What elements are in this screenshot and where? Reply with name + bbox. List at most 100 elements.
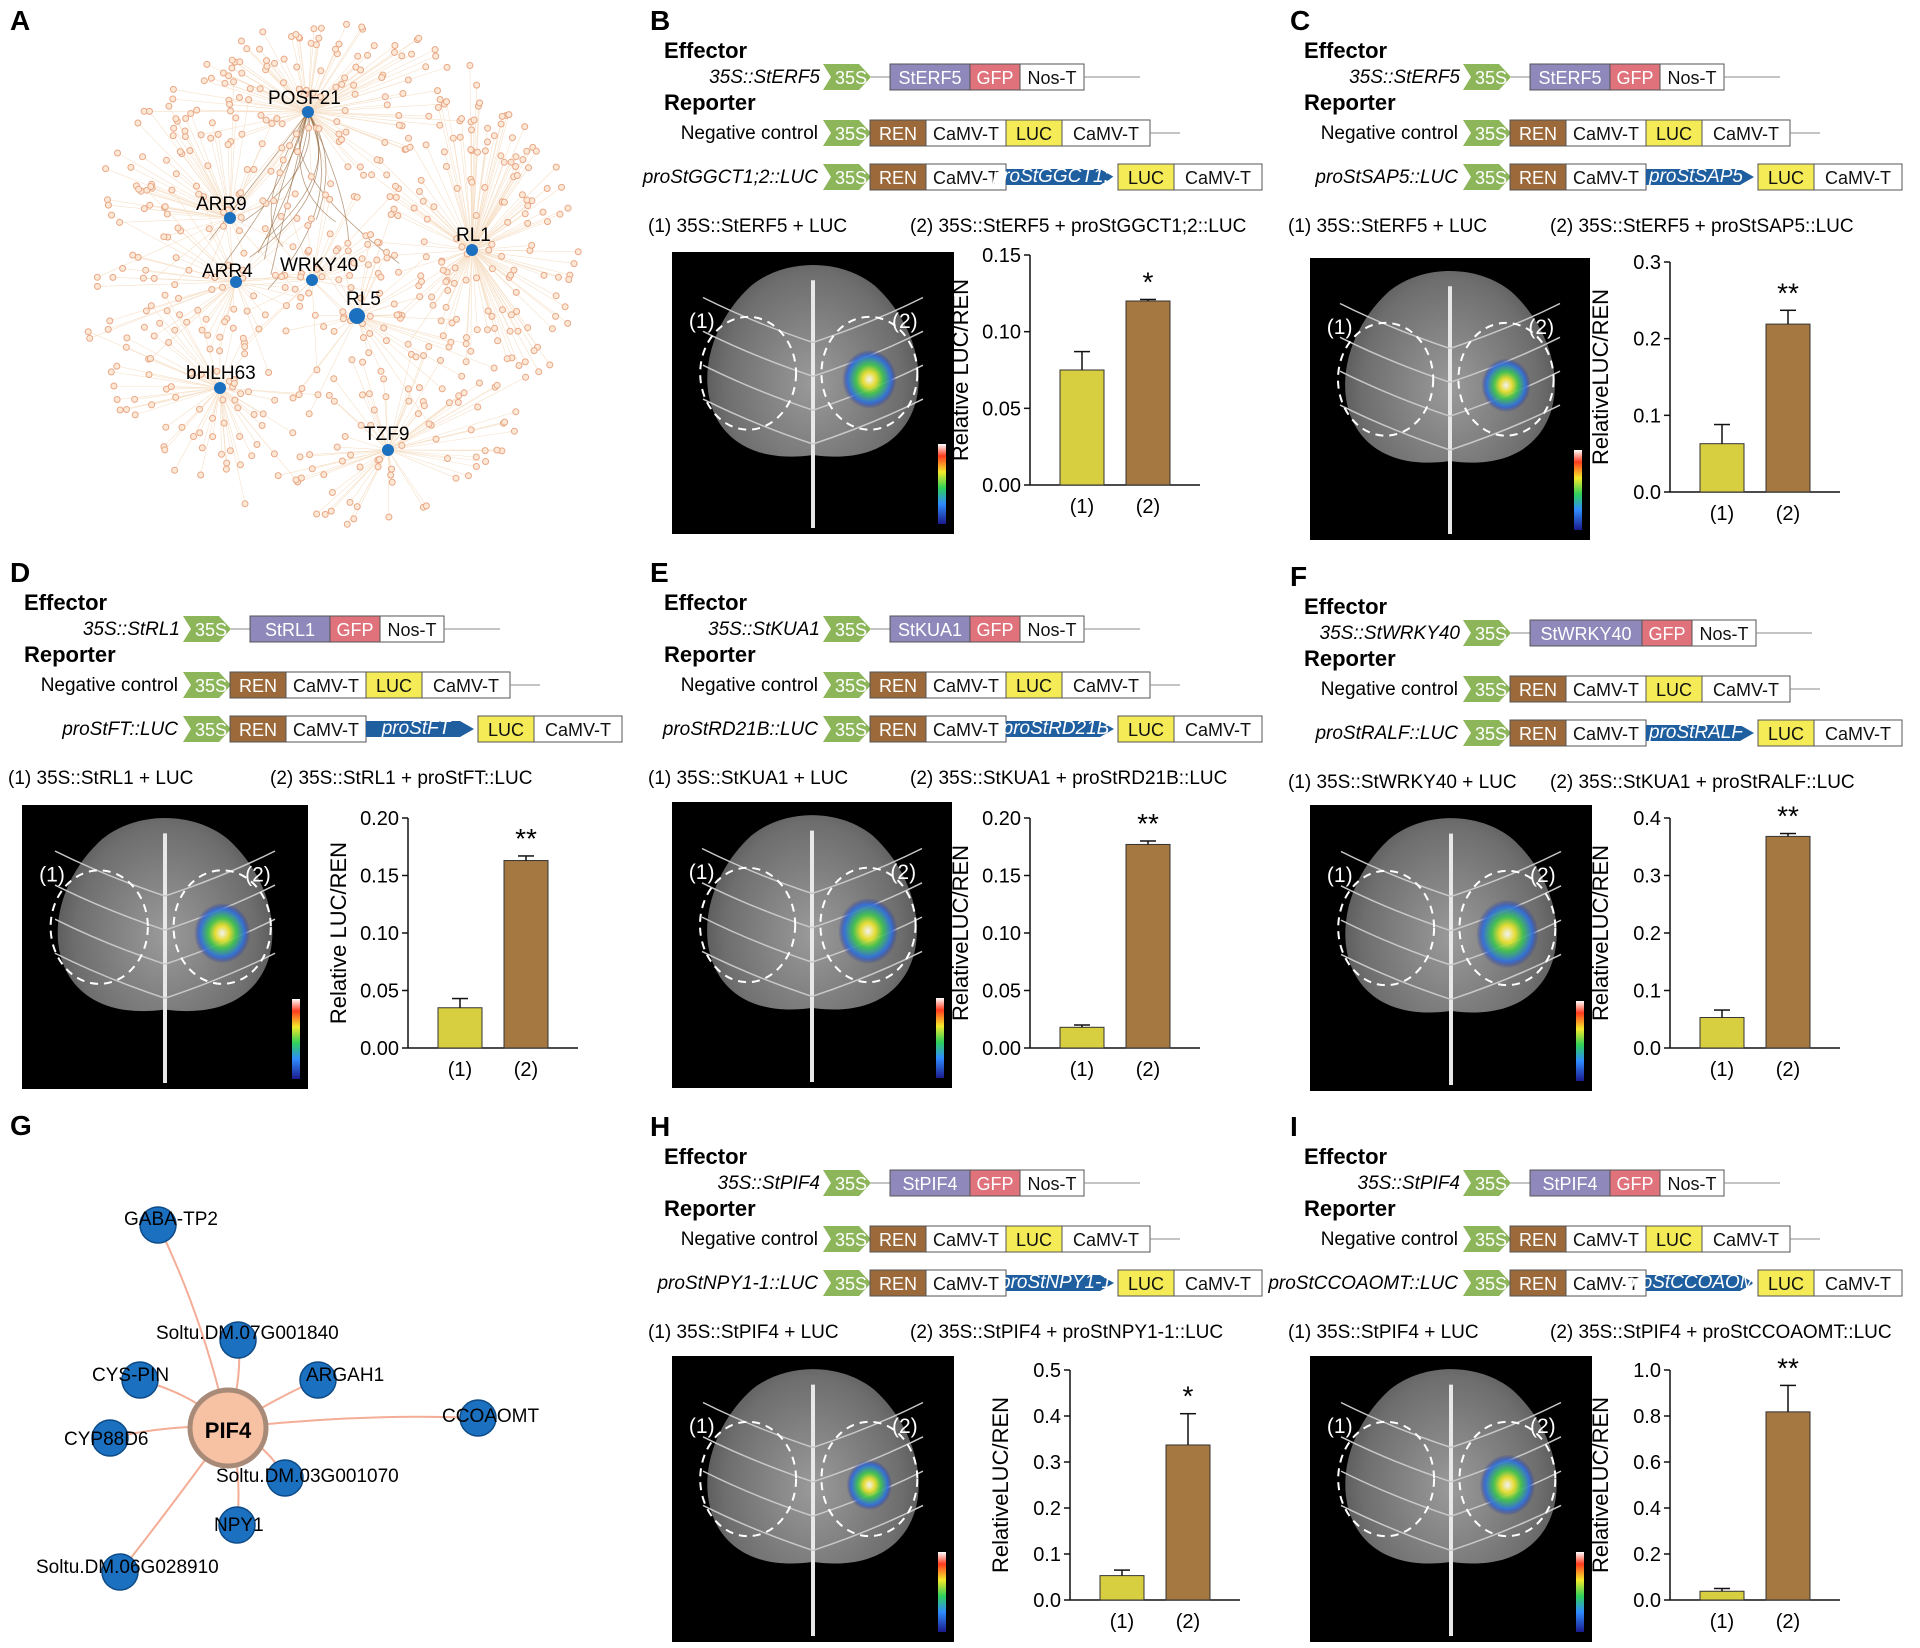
network-node [548,325,556,333]
network-node [279,156,287,164]
bar-1 [1699,443,1745,493]
network-node [512,153,520,161]
promoter-35s-arrow [1463,120,1511,146]
network-edge [356,259,378,317]
network-node [147,183,155,190]
network-edge [168,342,221,389]
network-edge [307,111,400,126]
network-edge [241,40,309,113]
network-node [500,198,508,206]
network-node [339,315,347,323]
network-node [357,66,365,74]
luc-label: LUC [1768,724,1804,744]
network-node [293,214,301,222]
network-node [500,158,508,166]
network-node [338,457,346,465]
luc-label: LUC [1656,124,1692,144]
camv-terminator-label: CaMV-T [933,124,999,144]
leaf-vein [1340,850,1452,898]
network-node [420,352,427,360]
network-node [473,326,481,334]
network-edge [471,152,478,251]
network-edge [408,138,473,251]
luc-label: LUC [1768,1274,1804,1294]
network-node [466,62,474,69]
network-edge [311,279,318,370]
network-node [235,227,243,235]
network-node [422,502,430,510]
network-node [267,167,275,175]
network-edge [387,449,448,459]
network-node [358,255,366,263]
effector-name: 35S::StKUA1 [708,619,820,640]
hub-node [214,382,226,394]
ren-box [229,715,287,743]
ren-box [229,671,287,699]
ren-box [1509,1225,1567,1253]
reporter-name: proStRD21B::LUC [662,719,819,740]
camv-terminator-box [1173,1269,1263,1297]
network-node [156,319,164,327]
network-node [360,171,368,179]
network-node [327,507,335,515]
camv-terminator-label: CaMV-T [1073,124,1139,144]
effector-name: 35S::StWRKY40 [1320,623,1461,644]
network-node [475,379,483,387]
network-node [325,391,333,399]
y-tick-label: 0.00 [982,475,1021,497]
network-edge [209,281,237,350]
network-node [539,208,547,216]
y-tick-label: 0.3 [1033,1452,1061,1474]
network-node [131,395,139,403]
pif4-hub-node [187,1387,269,1469]
network-edge [307,111,407,150]
network-node [490,132,498,140]
network-edge [446,166,473,251]
network-node [425,420,433,428]
significance-marker: ** [1137,808,1159,839]
y-tick-label: 0.1 [1633,981,1661,1003]
reporter-promoter-arrow [1006,1275,1114,1291]
network-node [386,193,394,201]
network-node [234,404,242,412]
network-edge [111,371,221,389]
network-edge [208,228,237,283]
network-edge [307,103,445,113]
effector-name: 35S::StPIF4 [1358,1173,1460,1194]
network-node [281,284,289,291]
spot-label-2: (2) [890,861,916,884]
gfp-box [1641,619,1693,647]
leaf-vein [811,847,923,895]
network-node [443,98,450,106]
condition-1: (1) 35S::StKUA1 + LUC [648,768,848,789]
network-node [208,286,216,293]
injection-spot-2 [820,315,919,431]
network-edge [400,249,473,319]
network-edge [126,337,221,389]
luc-signal [842,349,897,409]
reporter-header: Reporter [1304,90,1396,115]
network-node [351,90,359,98]
network-edge [219,387,240,437]
effector-name: 35S::StRL1 [83,619,180,640]
network-node [383,101,391,109]
network-node [139,274,147,282]
network-edge [471,115,507,251]
network-edge [356,315,451,343]
network-node [497,152,505,160]
network-node [197,471,205,479]
bar-1 [1699,1017,1745,1049]
network-node [365,390,373,398]
network-node [123,406,130,413]
network-edge [396,197,473,251]
leaf-vein [811,950,923,998]
network-node [350,515,358,523]
gene-node-label: CYP88D6 [64,1429,149,1450]
network-edge [443,249,473,336]
network-edge [229,217,245,254]
network-edge [471,162,512,251]
network-node [449,134,457,142]
